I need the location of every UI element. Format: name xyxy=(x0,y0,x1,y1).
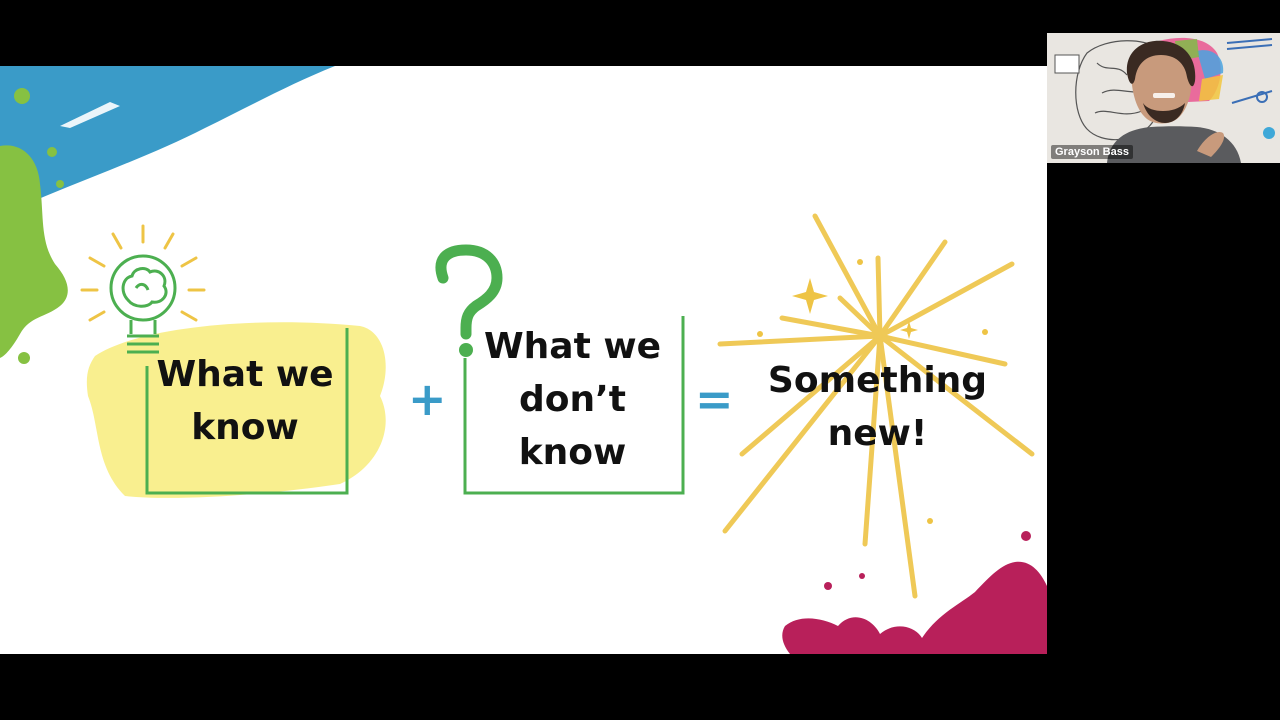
box-frame-know xyxy=(145,328,349,495)
box-text-dont-know: What we don’t know xyxy=(470,320,675,479)
box1-line1: What we xyxy=(156,354,334,395)
plus-sign: + xyxy=(408,372,447,426)
box1-line2: know xyxy=(191,407,299,448)
presentation-slide: What we know + What we don’t know = Some… xyxy=(0,66,1047,654)
question-mark-icon xyxy=(435,244,503,340)
result-line1: Something xyxy=(767,360,988,401)
green-paint-splash xyxy=(0,145,68,358)
result-line2: new! xyxy=(827,413,928,454)
yellow-highlight xyxy=(86,322,386,498)
lightbulb-rays xyxy=(80,224,206,322)
slide-decorations xyxy=(0,66,1047,654)
equals-sign: = xyxy=(695,372,734,426)
box-frame-dont-know xyxy=(463,316,685,495)
participant-video-feed xyxy=(1047,33,1280,163)
lightbulb-brain-icon xyxy=(109,254,177,354)
result-text: Something new! xyxy=(760,354,995,460)
blue-brush-splash xyxy=(0,66,335,216)
wall-music-doodles xyxy=(1226,38,1273,104)
box-text-know: What we know xyxy=(150,348,340,454)
sparkle-stars xyxy=(757,259,988,524)
gold-burst-rays xyxy=(717,213,1035,599)
presenter-silhouette xyxy=(1107,40,1241,163)
participant-name-label: Grayson Bass xyxy=(1051,145,1133,159)
box2-line3: know xyxy=(518,432,627,473)
box2-line2: don’t xyxy=(518,379,626,420)
participant-video-tile[interactable]: Grayson Bass xyxy=(1047,33,1280,163)
magenta-paint-splash xyxy=(782,561,1047,654)
box2-line1: What we xyxy=(483,326,662,367)
